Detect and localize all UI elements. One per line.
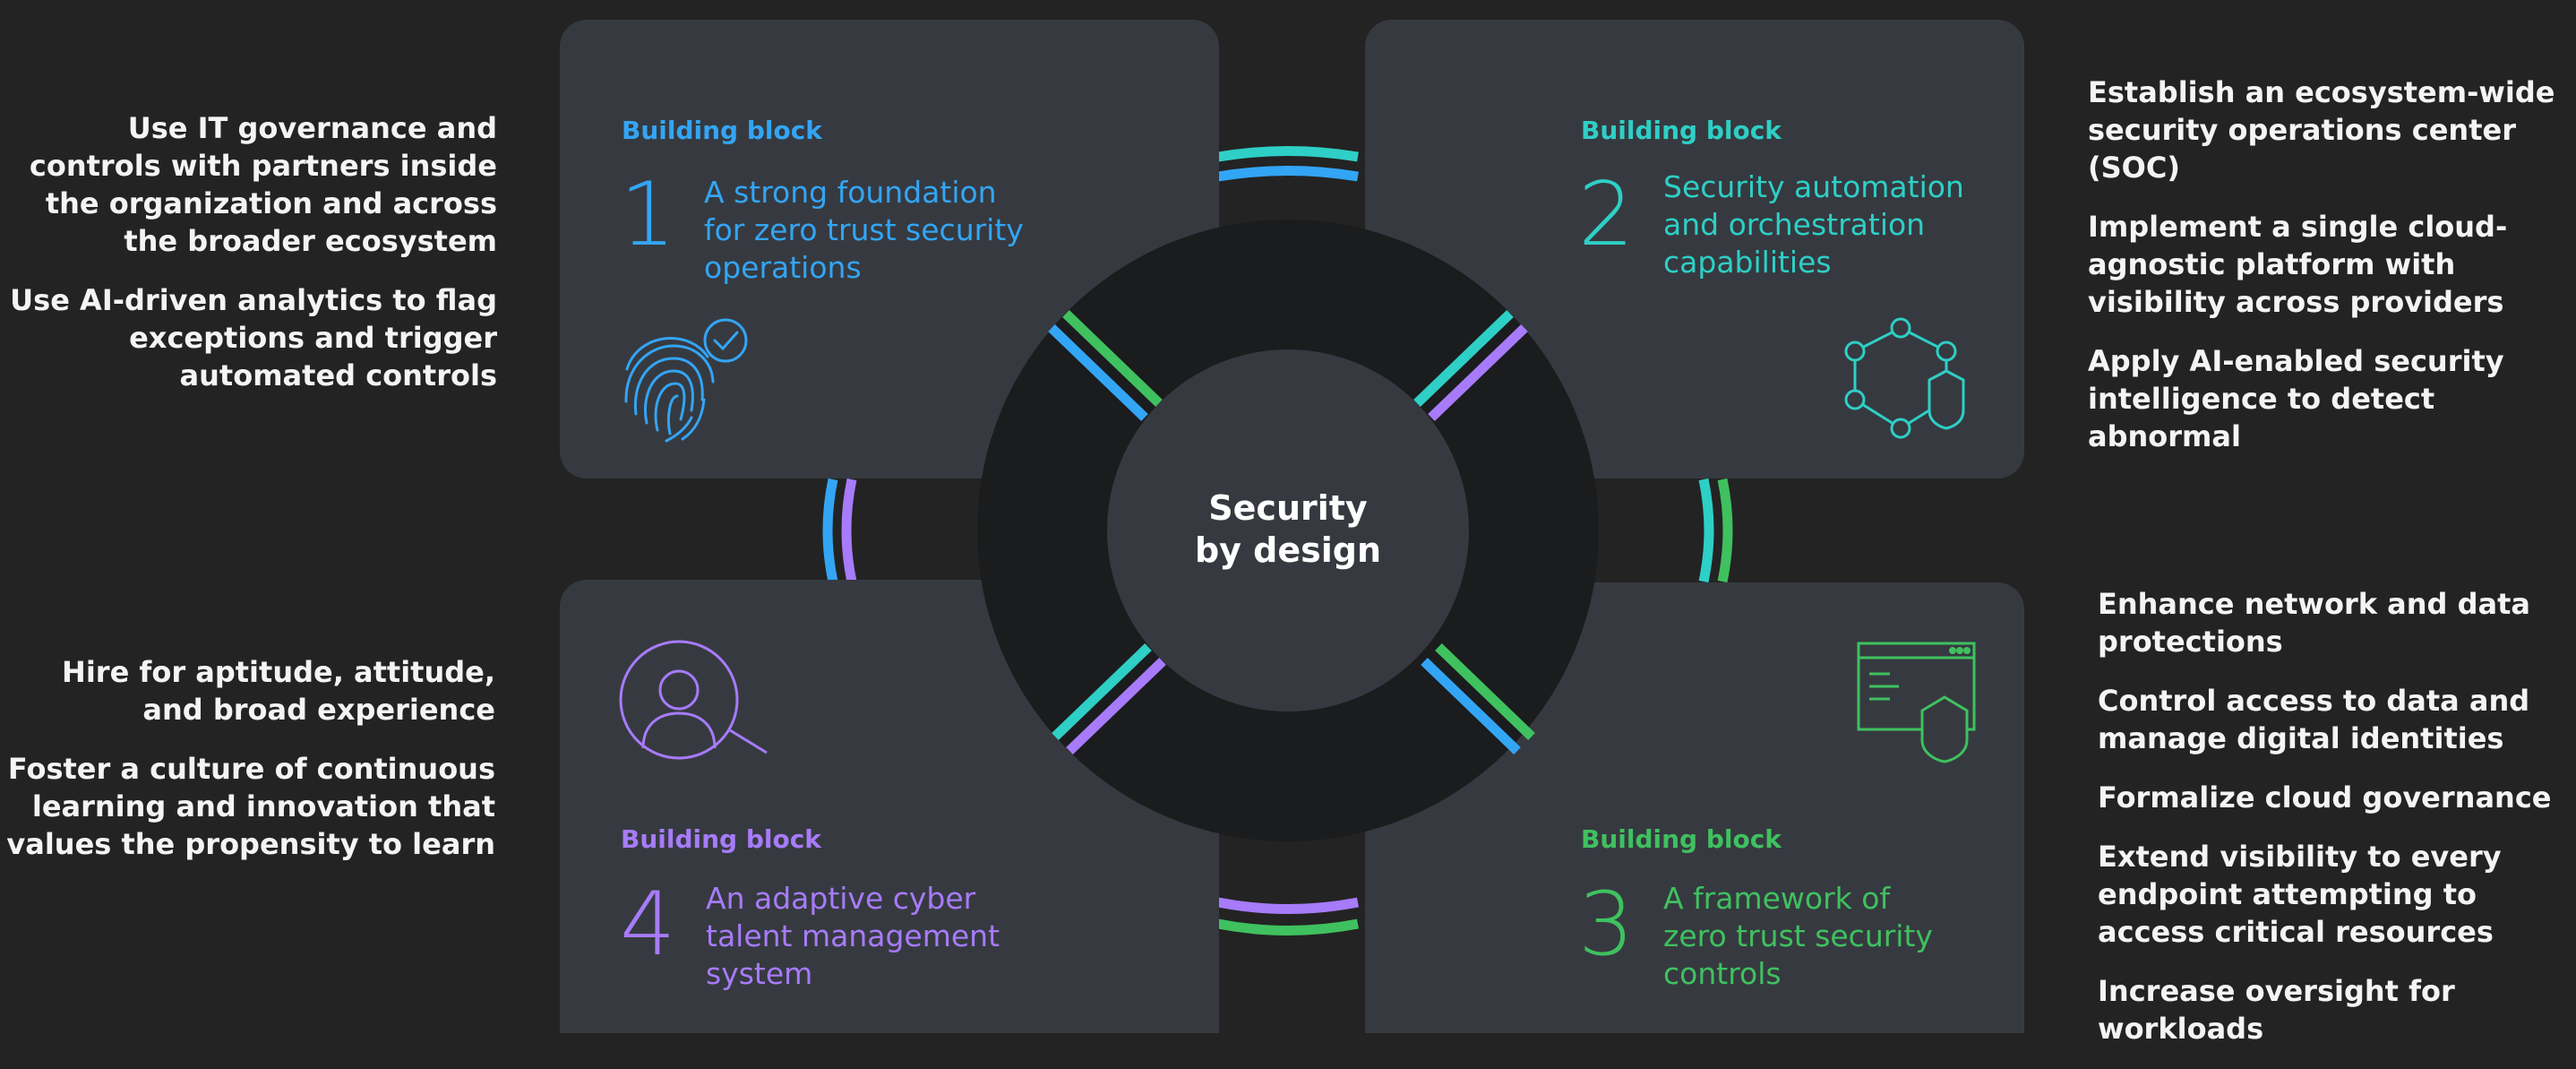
block-2-title-line: Security automation xyxy=(1663,169,1964,204)
side-text-item: Increase oversight for workloads xyxy=(2098,974,2455,1046)
side-text-bottom-left: Hire for aptitude, attitude, and broad e… xyxy=(0,653,495,884)
block-3-title-line: zero trust security xyxy=(1663,918,1933,953)
side-text-item: Apply AI-enabled security intelligence t… xyxy=(2088,344,2504,453)
block-3-title-line: A framework of xyxy=(1663,881,1891,916)
block-1-title-line: operations xyxy=(704,250,862,285)
block-4-title-line: system xyxy=(706,956,812,991)
side-text-top-right: Establish an ecosystem-wide security ope… xyxy=(2088,73,2576,477)
spoke-bottom-right xyxy=(1421,643,1535,754)
block-2-title-line: capabilities xyxy=(1663,245,1832,280)
side-text-item: Use IT governance and controls with part… xyxy=(29,111,497,258)
browser-window-shield-icon xyxy=(1857,642,1976,763)
center-title-line1: Security xyxy=(1208,488,1368,528)
block-1-number: 1 xyxy=(620,164,675,266)
building-block-3: Building block 3 A framework of zero tru… xyxy=(1578,642,1976,991)
building-block-2: Building block 2 Security automation and… xyxy=(1578,116,1973,439)
building-block-1: Building block 1 A strong foundation for… xyxy=(620,116,1033,443)
block-3-label: Building block xyxy=(1581,824,1782,854)
block-1-label: Building block xyxy=(622,116,823,145)
side-text-item: Foster a culture of continuous learning … xyxy=(6,752,495,861)
block-4-title-line: talent management xyxy=(706,918,1000,953)
fingerprint-check-icon xyxy=(624,318,748,443)
block-4-number: 4 xyxy=(620,874,675,976)
spoke-top-right xyxy=(1413,310,1528,421)
center-title-line2: by design xyxy=(1195,530,1381,570)
security-by-design-diagram: Security by design Building block 1 A st… xyxy=(560,20,2024,1033)
spoke-top-left xyxy=(1048,310,1163,421)
spoke-bottom-left xyxy=(1052,643,1166,754)
side-text-item: Implement a single cloud-agnostic platfo… xyxy=(2088,210,2508,319)
block-4-title: An adaptive cyber talent management syst… xyxy=(706,881,1009,991)
block-4-label: Building block xyxy=(621,824,822,854)
block-1-title-line: for zero trust security xyxy=(704,212,1024,247)
block-3-number: 3 xyxy=(1578,874,1634,976)
side-text-item: Use AI-driven analytics to flag exceptio… xyxy=(10,283,497,392)
side-text-item: Hire for aptitude, attitude, and broad e… xyxy=(62,655,495,727)
side-text-bottom-right: Enhance network and data protections Con… xyxy=(2098,585,2576,1069)
block-2-number: 2 xyxy=(1578,164,1634,266)
block-2-title: Security automation and orchestration ca… xyxy=(1663,169,1973,280)
block-4-title-line: An adaptive cyber xyxy=(706,881,976,916)
hexagon-network-shield-icon xyxy=(1844,317,1965,439)
side-text-top-left: Use IT governance and controls with part… xyxy=(0,109,497,416)
connector-bottom xyxy=(1216,897,1360,935)
block-3-title: A framework of zero trust security contr… xyxy=(1663,881,1942,991)
side-text-item: Establish an ecosystem-wide security ope… xyxy=(2088,75,2555,185)
connector-top xyxy=(1217,146,1359,182)
side-text-item: Enhance network and data protections xyxy=(2098,587,2530,659)
block-2-label: Building block xyxy=(1581,116,1782,145)
block-3-title-line: controls xyxy=(1663,956,1782,991)
side-text-item: Control access to data and manage digita… xyxy=(2098,684,2530,755)
connector-left xyxy=(822,478,857,583)
building-block-4: Building block 4 An adaptive cyber talen… xyxy=(619,640,1009,991)
center-hub xyxy=(1107,349,1469,711)
block-2-title-line: and orchestration xyxy=(1663,207,1925,242)
block-1-title: A strong foundation for zero trust secur… xyxy=(704,175,1033,285)
side-text-item: Formalize cloud governance xyxy=(2098,780,2552,815)
block-1-title-line: A strong foundation xyxy=(704,175,997,210)
side-text-item: Extend visibility to every endpoint atte… xyxy=(2098,840,2502,949)
connector-right xyxy=(1698,478,1733,583)
user-search-icon xyxy=(619,640,768,760)
